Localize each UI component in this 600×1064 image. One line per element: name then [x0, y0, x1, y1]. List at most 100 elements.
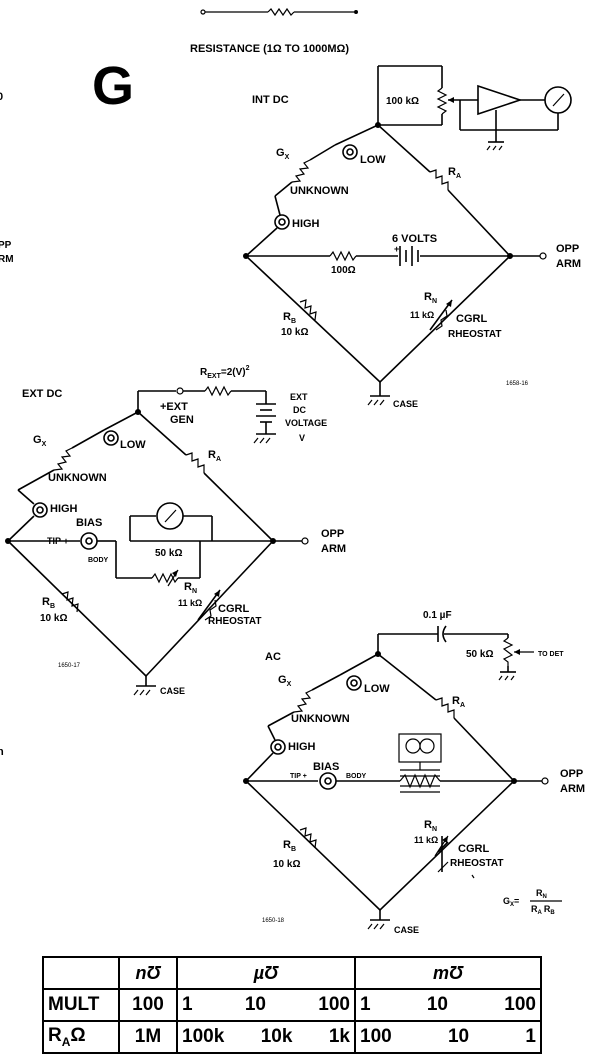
int-dc-cgrl: CGRL	[456, 313, 487, 325]
top-title: RESISTANCE (1Ω TO 1000MΩ)	[190, 43, 349, 55]
ac-label: AC	[265, 651, 281, 663]
ext-dc-high-terminal	[32, 502, 48, 518]
ac-todet: TO DET	[538, 651, 564, 658]
ext-dc-r50k: 50 kΩ	[155, 548, 182, 559]
int-dc-case: CASE	[393, 399, 418, 409]
int-dc-low: LOW	[360, 154, 386, 166]
ac-arm: ARM	[560, 783, 585, 795]
ext-dc-bias: BIAS	[76, 517, 102, 529]
top-resistor-symbol	[200, 7, 358, 17]
ext-dc-circuit	[5, 385, 309, 696]
ac-rb-val: 10 kΩ	[273, 859, 300, 870]
ac-low: LOW	[364, 683, 390, 695]
ac-opp: OPP	[560, 768, 583, 780]
big-letter: G	[92, 56, 134, 116]
ac-high: HIGH	[288, 741, 316, 753]
left-edge-a: 0	[0, 91, 3, 103]
ext-dc-gen2: GEN	[170, 414, 194, 426]
ext-dc-rb-val: 10 kΩ	[40, 613, 67, 624]
ac-tip: TIP +	[290, 773, 307, 780]
left-edge-b1: PP	[0, 240, 12, 251]
table-cell: 100	[118, 988, 178, 1022]
int-dc-rb: RB	[283, 311, 296, 325]
left-edge-b2: RM	[0, 254, 14, 265]
ac-rn-val: 11 kΩ	[414, 835, 438, 845]
table-row-label: RAΩ	[42, 1020, 120, 1054]
ext-dc-volt1: EXT	[290, 392, 308, 402]
ext-dc-rn: RN	[184, 581, 197, 595]
ext-dc-volt3: VOLTAGE	[285, 418, 327, 428]
ac-rb: RB	[283, 839, 296, 853]
ac-body: BODY	[346, 773, 367, 780]
int-dc-rn-val: 11 kΩ	[410, 310, 434, 320]
int-dc-high: HIGH	[292, 218, 320, 230]
ext-dc-opp: OPP	[321, 528, 344, 540]
ac-cap: 0.1 µF	[423, 610, 452, 621]
table-cell: 1M	[118, 1020, 178, 1054]
table-group-micro: µƱ	[176, 956, 356, 990]
int-dc-volts: 6 VOLTS	[392, 233, 437, 245]
ext-dc-case: CASE	[160, 686, 185, 696]
ac-cgrl: CGRL	[458, 843, 489, 855]
ext-dc-gen1: +EXT	[160, 401, 188, 413]
table-corner-cell	[42, 956, 120, 990]
int-dc-plus: +	[394, 244, 399, 254]
int-dc-ra: RA	[448, 166, 461, 180]
table-row-label: MULT	[42, 988, 120, 1022]
ac-low-terminal	[346, 675, 362, 691]
ext-dc-bias-terminal	[80, 532, 98, 550]
ac-rheostat: RHEOSTAT	[450, 858, 504, 869]
ext-dc-tip: TIP +	[47, 536, 69, 546]
int-dc-rn: RN	[424, 291, 437, 305]
ext-dc-arm: ARM	[321, 543, 346, 555]
ext-dc-low: LOW	[120, 439, 146, 451]
ac-unknown: UNKNOWN	[291, 713, 350, 725]
ext-dc-gx: GX	[33, 434, 47, 448]
left-edge-c: n	[0, 746, 4, 758]
ext-dc-volt2: DC	[293, 405, 306, 415]
ext-dc-body: BODY	[88, 557, 109, 564]
int-dc-label: INT DC	[252, 94, 289, 106]
int-dc-r100k: 100 kΩ	[386, 96, 419, 107]
ext-dc-rheostat: RHEOSTAT	[208, 616, 262, 627]
int-dc-rheostat: RHEOSTAT	[448, 329, 502, 340]
ext-dc-unknown: UNKNOWN	[48, 472, 107, 484]
ac-r50k: 50 kΩ	[466, 649, 493, 660]
ac-fig: 1650-18	[262, 918, 285, 924]
int-dc-arm: ARM	[556, 258, 581, 270]
ext-dc-low-terminal	[103, 430, 119, 446]
ext-dc-rb: RB	[42, 596, 55, 610]
ext-dc-fig: 1650-17	[58, 663, 81, 669]
ext-dc-high: HIGH	[50, 503, 78, 515]
ac-gx: GX	[278, 674, 292, 688]
int-dc-opp: OPP	[556, 243, 579, 255]
int-dc-rb-val: 10 kΩ	[281, 327, 308, 338]
table-group-milli: mƱ	[354, 956, 542, 990]
int-dc-high-terminal	[274, 214, 290, 230]
int-dc-gx: GX	[276, 147, 290, 161]
ac-high-terminal	[270, 739, 286, 755]
ext-dc-rext: REXT=2(V)2	[200, 365, 250, 380]
ac-bias: BIAS	[313, 761, 339, 773]
svg-text:GX=: GX=	[503, 896, 519, 908]
ac-bias-terminal	[319, 772, 337, 790]
int-dc-low-terminal	[342, 144, 358, 160]
int-dc-circuit	[243, 65, 572, 406]
ac-rn: RN	[424, 819, 437, 833]
ac-circuit	[243, 625, 549, 930]
int-dc-r100: 100Ω	[331, 265, 356, 276]
ac-case: CASE	[394, 925, 419, 935]
ext-dc-rn-val: 11 kΩ	[178, 598, 202, 608]
int-dc-unknown: UNKNOWN	[290, 185, 349, 197]
table-group-nano: nƱ	[118, 956, 178, 990]
ext-dc-ra: RA	[208, 449, 221, 463]
